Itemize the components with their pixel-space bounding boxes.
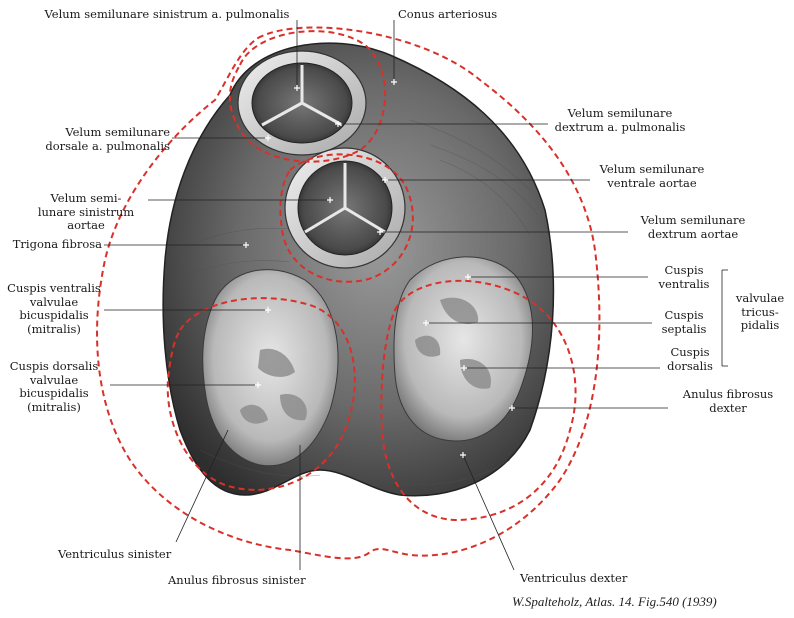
outline-right-ventricle [380, 279, 577, 522]
label-cusp-dors-mitralis: Cuspis dorsalis valvulae bicuspidalis (m… [9, 359, 99, 414]
label-velum-dex-pulm: Velum semilunare dextrum a. pulmonalis [554, 106, 686, 134]
label-ventriculus-sinister: Ventriculus sinister [58, 547, 172, 561]
label-ventriculus-dexter: Ventriculus dexter [520, 571, 628, 585]
label-anulus-fibrosus-dexter: Anulus fibrosus dexter [682, 387, 774, 415]
outline-whole-heart [96, 26, 601, 560]
aortic-valve [284, 147, 406, 269]
label-velum-sin-pulm: Velum semilunare sinistrum a. pulmonalis [44, 7, 290, 21]
label-cusp-ventr-tricuspidalis: Cuspis ventralis [658, 263, 710, 291]
label-cusp-ventr-mitralis: Cuspis ventralis valvulae bicuspidalis (… [7, 281, 101, 336]
label-cusp-septalis: Cuspis septalis [661, 308, 707, 336]
outline-aorta [279, 153, 414, 283]
label-anulus-fibrosus-sinister: Anulus fibrosus sinister [168, 573, 306, 587]
outline-pulmonary [228, 30, 386, 163]
pulmonary-valve [237, 50, 367, 156]
figure-credit: W.Spalteholz, Atlas. 14. Fig.540 (1939) [512, 594, 717, 609]
label-velum-dex-aortae: Velum semilunare dextrum aortae [640, 213, 746, 241]
label-velum-ventr-aortae: Velum semilunare ventrale aortae [599, 162, 705, 190]
label-valvulae-tricuspidalis: valvulae tricus- pidalis [735, 291, 785, 332]
label-conus-arteriosus: Conus arteriosus [398, 7, 498, 21]
label-cusp-dors-tricuspidalis: Cuspis dorsalis [667, 345, 713, 373]
label-velum-dors-pulm: Velum semilunare dorsale a. pulmonalis [45, 125, 170, 153]
label-trigona-fibrosa: Trigona fibrosa [12, 237, 102, 251]
label-velum-sin-aortae: Velum semi- lunare sinistrum aortae [37, 191, 135, 232]
tricuspid-opening [393, 256, 533, 442]
